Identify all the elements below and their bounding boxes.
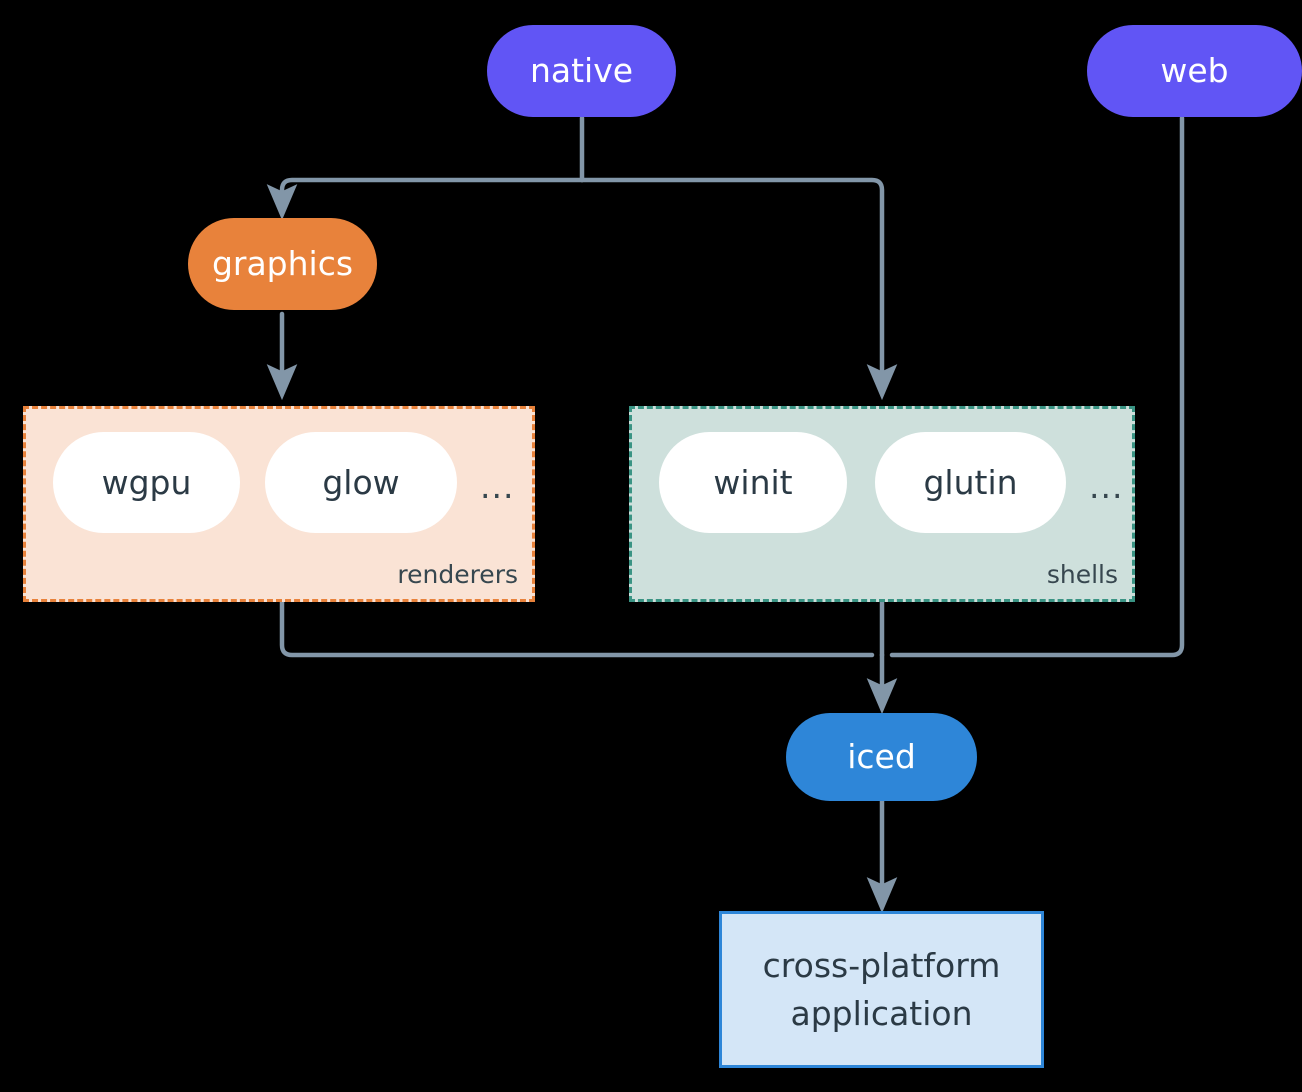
renderers-ellipsis: ...	[480, 467, 515, 506]
node-glow-label: glow	[322, 463, 400, 502]
node-wgpu-label: wgpu	[101, 463, 192, 502]
node-winit[interactable]: winit	[659, 432, 847, 533]
node-application-label-line1: cross-platform	[762, 945, 1001, 985]
edge-renderers-to-iced	[279, 599, 875, 658]
node-glutin[interactable]: glutin	[875, 432, 1066, 533]
node-wgpu[interactable]: wgpu	[53, 432, 240, 533]
node-graphics[interactable]: graphics	[188, 218, 377, 310]
shells-ellipsis: ...	[1089, 467, 1124, 506]
node-application[interactable]: cross-platform application	[719, 911, 1044, 1068]
node-application-label-line2: application	[790, 993, 973, 1033]
group-shells: winit glutin ... shells	[629, 406, 1135, 602]
node-glow[interactable]: glow	[265, 432, 457, 533]
node-web-label: web	[1160, 51, 1229, 91]
edge-native-to-graphics	[266, 177, 585, 221]
node-native[interactable]: native	[487, 25, 676, 117]
node-web[interactable]: web	[1087, 25, 1302, 117]
group-renderers-label: renderers	[397, 560, 518, 589]
node-iced[interactable]: iced	[786, 713, 977, 801]
node-graphics-label: graphics	[211, 244, 354, 284]
node-winit-label: winit	[713, 463, 793, 502]
group-renderers: wgpu glow ... renderers	[23, 406, 535, 602]
edge-native-to-shells	[579, 177, 898, 401]
node-glutin-label: glutin	[923, 463, 1018, 502]
group-shells-label: shells	[1046, 560, 1118, 589]
node-native-label: native	[529, 51, 634, 91]
node-iced-label: iced	[847, 737, 916, 777]
